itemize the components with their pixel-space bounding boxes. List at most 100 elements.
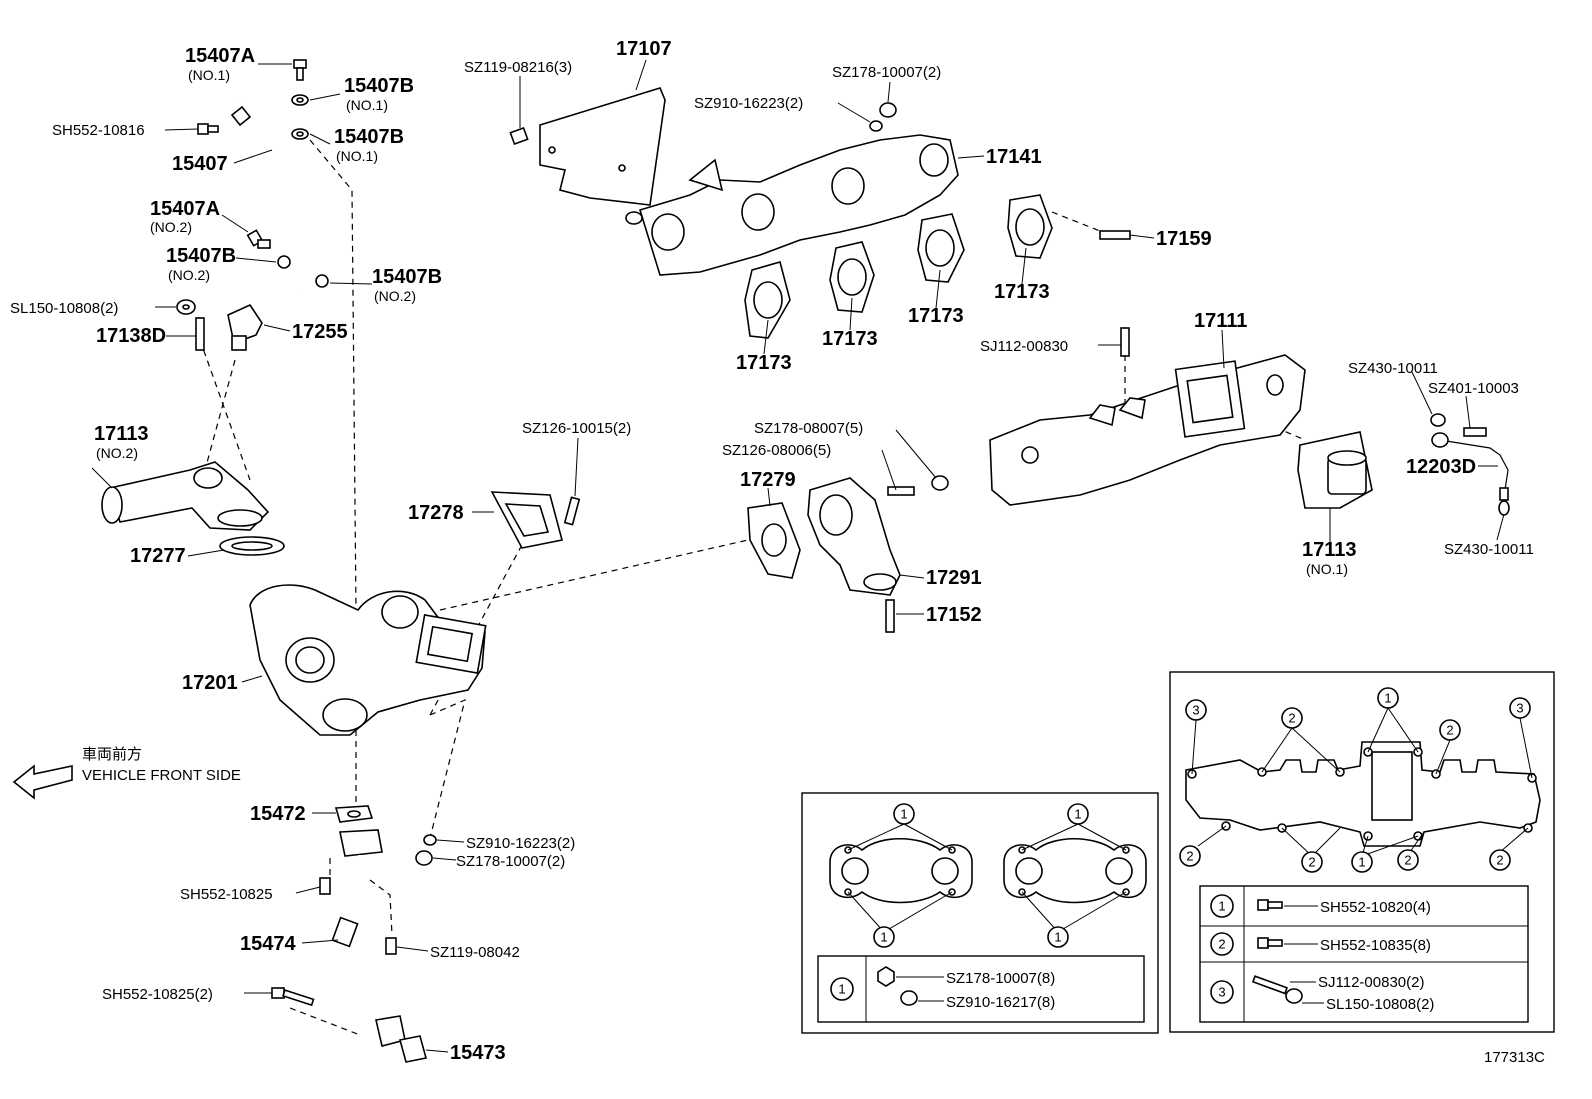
label-17173-a: 17173: [736, 352, 792, 374]
stud-SZ126-08006: [887, 486, 915, 496]
label-SZ910-16223-top: SZ910-16223(2): [694, 95, 803, 112]
legend-left-item-0: SZ178-10007(8): [946, 970, 1055, 987]
callout-3: 3: [1516, 701, 1523, 716]
legend-right-item-2-0: SJ112-00830(2): [1318, 974, 1424, 991]
callout-2: 2: [1288, 711, 1295, 726]
plug-17255: [227, 303, 263, 351]
label-17152: 17152: [926, 604, 982, 626]
stud-SJ112-00830: [1120, 327, 1130, 357]
intake-manifold-17111: [989, 354, 1306, 506]
gasket-17277: [219, 536, 285, 556]
washer-15407B-no2a: [277, 255, 291, 269]
washer-SZ910-16223-bot: [423, 834, 437, 846]
nut-icon: [877, 966, 895, 987]
nut-SZ178-10007-bot: [415, 850, 433, 866]
gasket-15473: [399, 1035, 427, 1063]
label-SZ178-10007-bot: SZ178-10007(2): [456, 853, 565, 870]
callout-1: 1: [1384, 691, 1391, 706]
nut-SZ430-10011-a: [1430, 413, 1446, 427]
label-15407B-no1b: 15407B: [334, 126, 404, 148]
callout-2: 2: [1308, 855, 1315, 870]
washer-SZ910-16223-top: [869, 120, 883, 132]
legend-right-item-1-0: SH552-10835(8): [1320, 937, 1431, 954]
inset-callouts: 3 2 1 2 3 2 2 1 2 2: [1179, 687, 1531, 873]
callout-2: 2: [1446, 723, 1453, 738]
bolt-15407A-no2: [246, 229, 271, 249]
label-17173-c: 17173: [908, 305, 964, 327]
turbocharger-17201: [249, 584, 487, 736]
gasket-17173-c: [917, 213, 965, 283]
label-SZ119-08216: SZ119-08216(3): [464, 59, 572, 76]
nut-icon: [1285, 988, 1303, 1004]
inset-gasket-pattern: 1 1 1 1 1 SZ178-10007: [801, 792, 1159, 1034]
label-17107: 17107: [616, 38, 672, 60]
bolt-SZ119-08216: [509, 126, 529, 146]
gasket-17278: [490, 491, 563, 549]
label-15407B-no1b-note: (NO.1): [336, 148, 378, 164]
label-SZ430-10011-a: SZ430-10011: [1348, 360, 1438, 377]
label-15407A-no1-note: (NO.1): [188, 67, 230, 83]
oil-return-pipe-15474: [328, 829, 406, 1047]
legend-right-item-2-1: SL150-10808(2): [1326, 996, 1434, 1013]
callout-2: 2: [1496, 853, 1503, 868]
bolt-icon: [1257, 937, 1283, 949]
stud-SZ126-10015: [563, 496, 581, 526]
label-17277: 17277: [130, 545, 186, 567]
nut-SL150: [176, 299, 196, 315]
inset-manifold-pattern: 3 2 1 2 3 2 2 1 2 2 1 2 3: [1169, 671, 1555, 1033]
stud-17152: [885, 599, 895, 633]
label-SL150-10808: SL150-10808(2): [10, 300, 118, 317]
figure-code: 177313C: [1484, 1049, 1545, 1066]
bolt-SH552-10825: [319, 877, 331, 895]
callout-2: 2: [1404, 853, 1411, 868]
gasket-15472: [334, 805, 374, 823]
sensor-12203D: [1431, 432, 1509, 501]
legend-left-marker: 1: [838, 982, 845, 997]
label-SZ178-08007: SZ178-08007(5): [754, 420, 863, 437]
label-SZ430-10011-b: SZ430-10011: [1444, 541, 1534, 558]
label-SH552-10825-2: SH552-10825(2): [102, 986, 213, 1003]
callout-1: 1: [1074, 807, 1081, 822]
label-12203D: 12203D: [1406, 456, 1476, 478]
label-17291: 17291: [926, 567, 982, 589]
label-15407A-no1: 15407A: [185, 45, 255, 67]
callout-1: 1: [1054, 930, 1061, 945]
bolt-SH552-10816: [197, 123, 219, 135]
vehicle-front-arrow-icon: [12, 764, 73, 800]
gasket-17173-a: [744, 261, 791, 339]
stud-17138D: [195, 317, 205, 351]
washer-15407B-no2b: [315, 274, 329, 288]
label-15407B-no1a: 15407B: [344, 75, 414, 97]
inset-legend-left: 1 SZ178-10007(8) SZ910-16217(8): [817, 955, 1145, 1023]
label-17113-no1: 17113: [1302, 539, 1357, 561]
callout-2: 2: [1186, 849, 1193, 864]
label-15473: 15473: [450, 1042, 506, 1064]
label-SJ112-00830: SJ112-00830: [980, 338, 1068, 355]
label-SZ119-08042: SZ119-08042: [430, 944, 520, 961]
gasket-17173-d: [1007, 194, 1053, 259]
label-17141: 17141: [986, 146, 1042, 168]
inset-gasket-b: 1 1: [1003, 803, 1147, 948]
leader-lines: [91, 59, 1505, 1053]
label-15407: 15407: [172, 153, 228, 175]
label-17138D: 17138D: [96, 325, 166, 347]
flange-pipe-17113-no1: [1297, 431, 1373, 509]
callout-1: 1: [900, 807, 907, 822]
bolt-15407A-no1: [293, 59, 307, 81]
bolt-icon: [1257, 899, 1283, 911]
label-SH552-10825: SH552-10825: [180, 886, 273, 903]
label-17159: 17159: [1156, 228, 1212, 250]
heat-shield-17107: [539, 87, 666, 206]
label-17113-no2-note: (NO.2): [96, 445, 138, 461]
label-17201: 17201: [182, 672, 238, 694]
label-15407B-no2a: 15407B: [166, 245, 236, 267]
stud-17159: [1099, 230, 1131, 240]
label-15407B-no2b: 15407B: [372, 266, 442, 288]
label-15472: 15472: [250, 803, 306, 825]
bolt-SH552-10825-2: [271, 987, 315, 1007]
washer-15407B-no1a: [291, 94, 309, 106]
stud-icon: [1251, 975, 1289, 995]
label-SZ126-10015: SZ126-10015(2): [522, 420, 631, 437]
label-15407A-no2-note: (NO.2): [150, 219, 192, 235]
nut-SZ430-10011-b: [1498, 500, 1510, 516]
